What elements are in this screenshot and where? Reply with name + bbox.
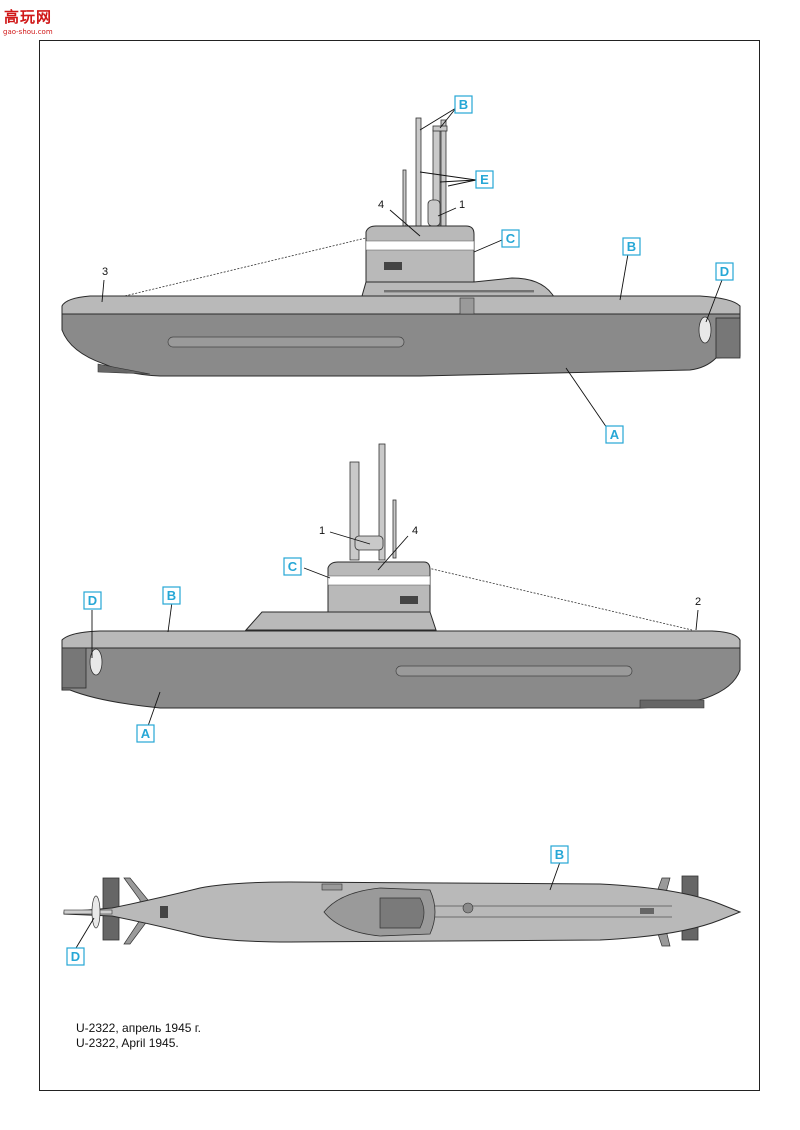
callout-number-3: 3 xyxy=(102,266,108,278)
svg-text:B: B xyxy=(555,847,564,862)
callout-tag-C1: C xyxy=(501,229,520,248)
callout-tag-D3: D xyxy=(66,947,85,966)
callout-tag-D1: D xyxy=(715,262,734,281)
callout-tag-B4: B xyxy=(550,845,569,864)
callout-number-4b: 4 xyxy=(412,525,418,537)
svg-text:B: B xyxy=(459,97,468,112)
caption-russian: U-2322, апрель 1945 г. xyxy=(76,1021,202,1035)
callout-tag-B1: B xyxy=(622,237,641,256)
callout-number-4a: 4 xyxy=(378,199,384,211)
svg-text:C: C xyxy=(506,231,516,246)
svg-text:B: B xyxy=(167,588,176,603)
svg-text:D: D xyxy=(720,264,729,279)
callout-tag-E: E xyxy=(475,170,494,189)
callout-tag-A1: A xyxy=(605,425,624,444)
callout-leaders xyxy=(75,107,723,949)
callout-tag-C2: C xyxy=(283,557,302,576)
callout-tag-B3: B xyxy=(162,586,181,605)
svg-text:C: C xyxy=(288,559,298,574)
periscope-masts-2 xyxy=(349,443,397,561)
callout-tag-B2: B xyxy=(454,95,473,114)
side-view-port xyxy=(61,443,741,709)
svg-text:D: D xyxy=(71,949,80,964)
side-view-starboard xyxy=(61,117,741,377)
propeller-icon-3 xyxy=(91,895,101,929)
watermark-brand: 高玩网 xyxy=(4,8,53,26)
callout-number-2: 2 xyxy=(695,596,701,608)
top-view xyxy=(63,875,742,947)
propeller-icon xyxy=(698,316,712,344)
svg-text:D: D xyxy=(88,593,97,608)
svg-text:E: E xyxy=(480,172,489,187)
callout-number-1b: 1 xyxy=(319,525,325,537)
watermark-site: gao-shou.com xyxy=(3,28,53,36)
caption-english: U-2322, April 1945. xyxy=(76,1036,179,1050)
callout-number-1a: 1 xyxy=(459,199,465,211)
svg-text:A: A xyxy=(610,427,620,442)
periscope-masts xyxy=(402,117,448,231)
drawing-frame xyxy=(39,40,760,1091)
svg-text:B: B xyxy=(627,239,636,254)
callout-tag-A2: A xyxy=(136,724,155,743)
watermark-logo: 高玩网 gao-shou.com xyxy=(0,0,75,40)
svg-text:A: A xyxy=(141,726,151,741)
propeller-icon-2 xyxy=(89,648,103,676)
callout-tag-D2: D xyxy=(83,591,102,610)
